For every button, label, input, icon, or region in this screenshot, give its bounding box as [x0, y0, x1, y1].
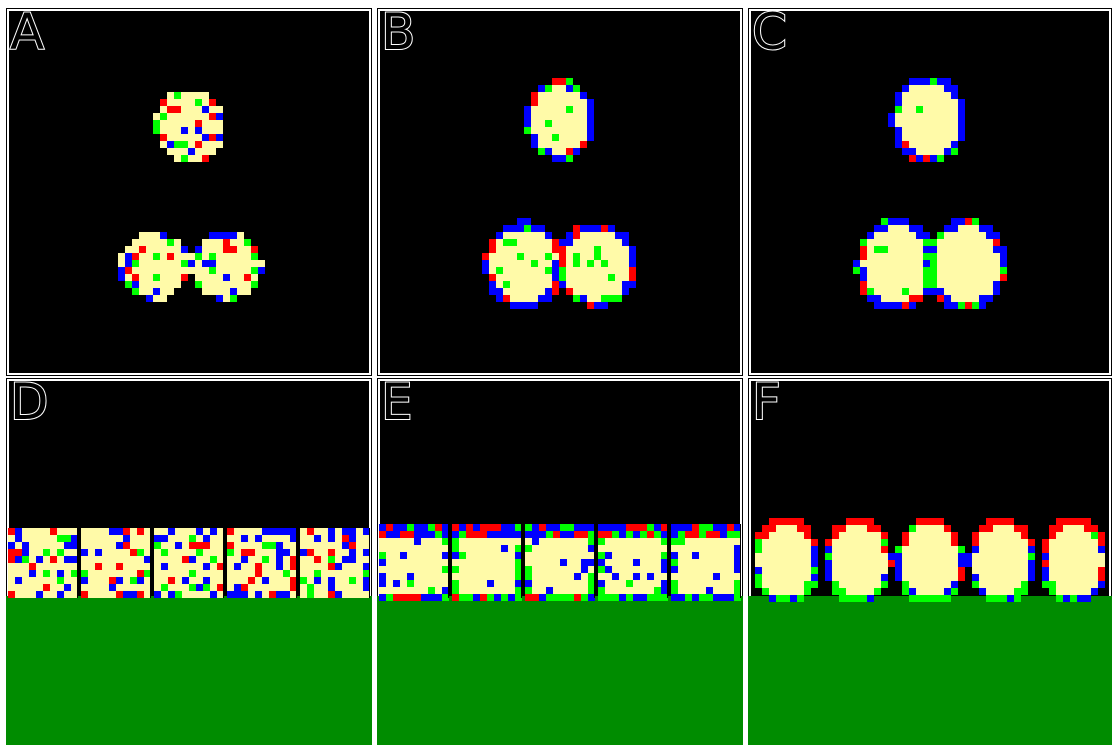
- panel-e-cell-3: [525, 524, 595, 601]
- panel-e-cell-1: [379, 524, 449, 601]
- panel-f-cell-4: [965, 518, 1035, 602]
- panel-a-cell-right: [188, 232, 265, 302]
- panel-f: F: [748, 378, 1112, 745]
- panel-d: D: [6, 378, 372, 745]
- panel-d-cell-3: [154, 528, 224, 598]
- panel-d-cells: [6, 528, 372, 745]
- panel-c-cells: [853, 78, 1007, 309]
- panel-d-cell-2: [81, 528, 151, 598]
- panel-b-cell-single: [524, 78, 594, 162]
- panel-f-cell-2: [825, 518, 895, 602]
- panel-f-cell-1: [755, 518, 818, 602]
- panel-b-label: B: [380, 8, 416, 62]
- panel-c-cell-right: [923, 218, 1007, 309]
- panel-c-cell-left: [853, 218, 937, 309]
- panel-b: B: [377, 8, 743, 376]
- panel-a-cell-single: [153, 92, 223, 162]
- panel-a-cells: [118, 92, 265, 302]
- panel-b-cell-left: [482, 218, 566, 309]
- panel-f-cell-5: [1042, 518, 1105, 602]
- panel-e-cell-5: [671, 524, 741, 601]
- panel-e-cell-2: [452, 524, 522, 601]
- panel-e-substrate: [377, 596, 743, 745]
- panel-b-cell-right: [552, 225, 636, 309]
- panel-e-label: E: [380, 378, 414, 432]
- panel-e-cells: [377, 524, 743, 745]
- panel-d-cell-4: [227, 528, 297, 598]
- panel-d-substrate: [6, 596, 372, 745]
- panel-f-label: F: [751, 378, 782, 432]
- panel-c-label: C: [751, 8, 788, 62]
- panel-f-cells: [748, 518, 1112, 745]
- panel-f-substrate: [748, 596, 1112, 745]
- panel-d-cell-1: [8, 528, 78, 598]
- panel-c: C: [748, 8, 1112, 376]
- panel-a-label: A: [9, 8, 45, 62]
- panel-d-label: D: [9, 378, 49, 432]
- panel-f-cell-3: [895, 518, 965, 602]
- panel-d-cell-5: [300, 528, 370, 598]
- panel-a-cell-left: [118, 232, 188, 302]
- panel-e-cell-4: [598, 524, 668, 601]
- panel-b-cells: [482, 78, 636, 309]
- panel-a: A: [6, 8, 372, 376]
- panel-e: E: [377, 378, 743, 745]
- panel-c-cell-single: [888, 78, 965, 162]
